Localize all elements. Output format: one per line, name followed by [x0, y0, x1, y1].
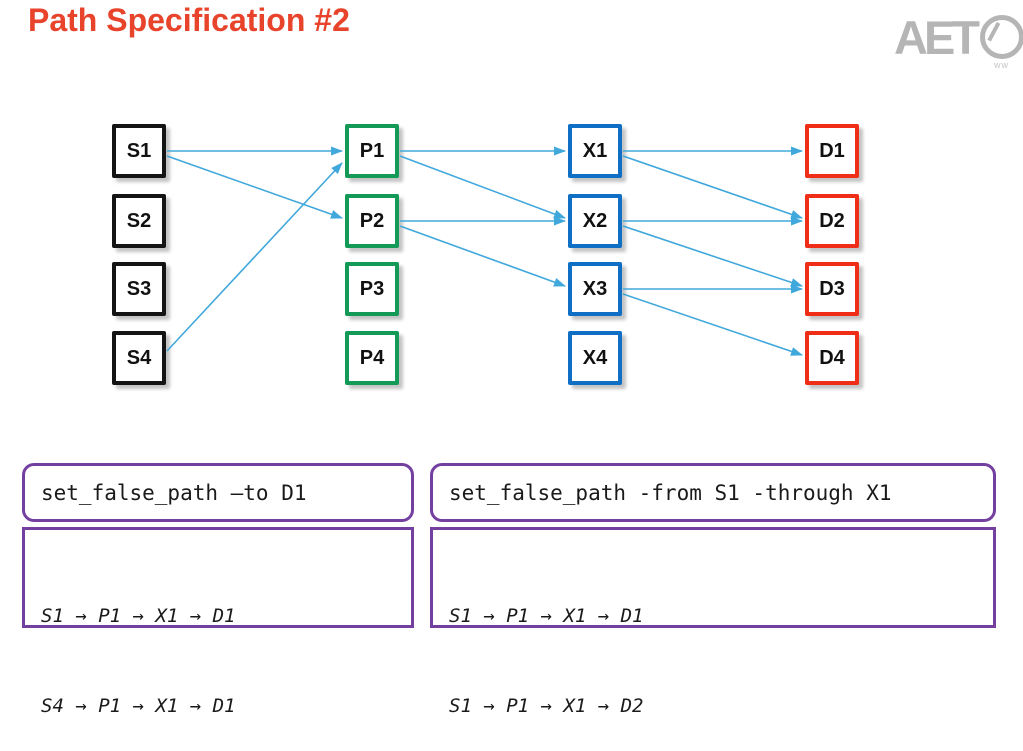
node-S1: S1	[112, 124, 166, 178]
node-S3: S3	[112, 262, 166, 316]
node-P1: P1	[345, 124, 399, 178]
edge-X3-D4	[622, 293, 803, 356]
edge-S1-P2	[166, 155, 343, 219]
slide: { "title": "Path Specification #2", "log…	[0, 0, 1023, 668]
edge-X2-D3	[622, 225, 803, 287]
page-title: Path Specification #2	[28, 2, 350, 38]
paths-box-left: S1 → P1 → X1 → D1 S4 → P1 → X1 → D1	[22, 527, 414, 717]
edge-X1-D2	[622, 155, 803, 219]
node-X2: X2	[568, 194, 622, 248]
node-D3: D3	[805, 262, 859, 316]
command-box-right: set_false_path -from S1 -through X1	[430, 463, 996, 522]
edge-P1-X2	[399, 155, 566, 219]
aet-logo: AET ww	[894, 11, 1023, 70]
node-X1: X1	[568, 124, 622, 178]
node-D1: D1	[805, 124, 859, 178]
path-line: S1 → P1 → X1 → D1	[41, 605, 236, 627]
command-box-left: set_false_path –to D1	[22, 463, 414, 522]
node-D4: D4	[805, 331, 859, 385]
node-P2: P2	[345, 194, 399, 248]
path-line: S1 → P1 → X1 → D1	[449, 605, 644, 627]
aet-logo-text: AET	[894, 11, 980, 64]
aet-logo-url-fragment: ww	[994, 60, 1009, 70]
node-X3: X3	[568, 262, 622, 316]
node-P3: P3	[345, 262, 399, 316]
command-text-left: set_false_path –to D1	[41, 480, 307, 505]
node-S2: S2	[112, 194, 166, 248]
paths-box-right: S1 → P1 → X1 → D1 S1 → P1 → X1 → D2	[430, 527, 996, 717]
node-D2: D2	[805, 194, 859, 248]
node-P4: P4	[345, 331, 399, 385]
path-line: S1 → P1 → X1 → D2	[449, 695, 644, 717]
node-S4: S4	[112, 331, 166, 385]
node-X4: X4	[568, 331, 622, 385]
command-text-right: set_false_path -from S1 -through X1	[449, 480, 892, 505]
edge-S4-P1	[166, 162, 343, 352]
aet-logo-ring-icon	[980, 14, 1023, 59]
edge-P2-X3	[399, 225, 566, 287]
path-line: S4 → P1 → X1 → D1	[41, 695, 236, 717]
